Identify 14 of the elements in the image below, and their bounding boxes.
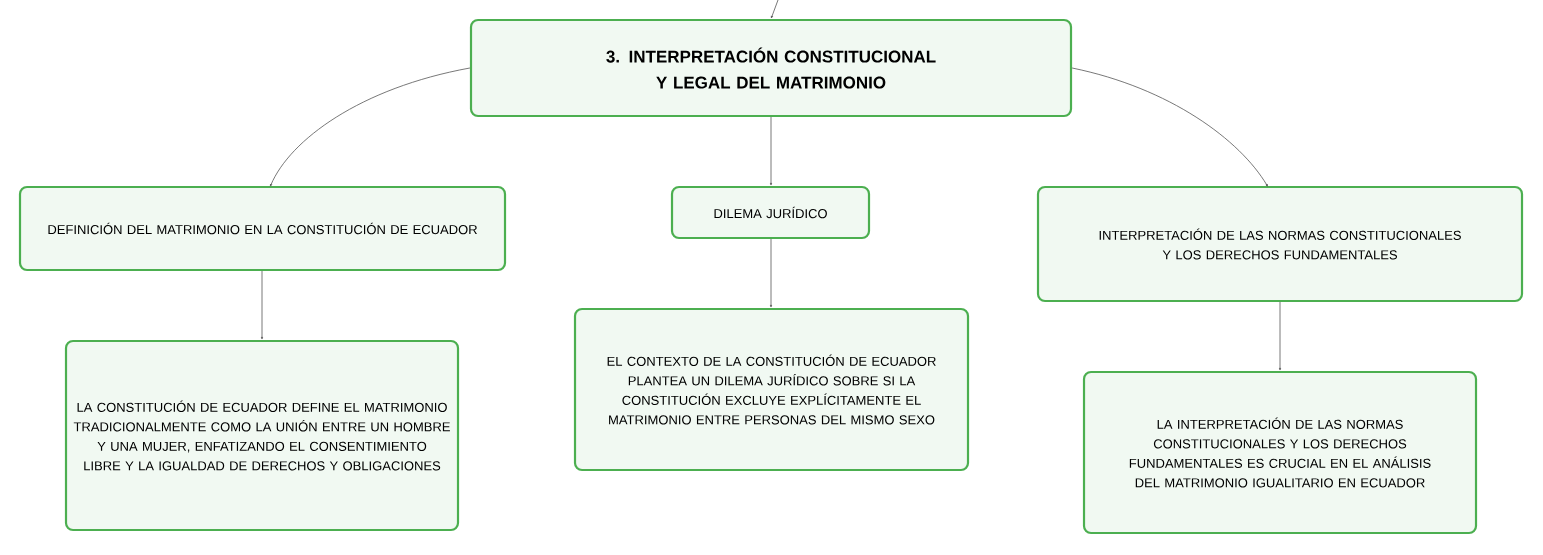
arrow bbox=[270, 67, 471, 187]
arrow bbox=[1278, 301, 1282, 371]
topic-box: INTERPRETACIÓN DE LAS NORMAS CONSTITUCIONALES Y LOS DERECHOS FUNDAMENTALES bbox=[1036, 185, 1524, 303]
topic-box: LA CONSTITUCIÓN DE ECUADOR DEFINE EL MATRIMONIO TRADICIONALMENTE COMO LA UNIÓN ENTRE UN HOMBRE Y UNA MUJER, ENFATIZANDO EL CONSENTIMIENTO LIBRE Y LA IGUALDAD DE DERECHOS Y OBLIGACIONES bbox=[64, 339, 460, 532]
topic-box: DEFINICIÓN DEL MATRIMONIO EN LA CONSTITUCIÓN DE ECUADOR bbox=[18, 185, 507, 272]
arrow bbox=[769, 116, 773, 186]
arrow bbox=[769, 238, 773, 308]
arrow bbox=[771, 0, 779, 19]
title-box: 3. INTERPRETACIÓN CONSTITUCIONAL Y LEGAL DEL MATRIMONIO bbox=[469, 18, 1073, 118]
topic-box: LA INTERPRETACIÓN DE LAS NORMAS CONSTITUCIONALES Y LOS DERECHOS FUNDAMENTALES ES CRUCIAL EN EL ANÁLISIS DEL MATRIMONIO IGUALITARIO EN ECUADOR bbox=[1082, 370, 1478, 535]
topic-box: DILEMA JURÍDICO bbox=[670, 185, 871, 240]
arrow bbox=[260, 270, 264, 340]
arrow bbox=[1071, 67, 1268, 187]
topic-box: EL CONTEXTO DE LA CONSTITUCIÓN DE ECUADOR PLANTEA UN DILEMA JURÍDICO SOBRE SI LA CONSTITUCIÓN EXCLUYE EXPLÍCITAMENTE EL MATRIMONIO ENTRE PERSONAS DEL MISMO SEXO bbox=[573, 307, 970, 472]
